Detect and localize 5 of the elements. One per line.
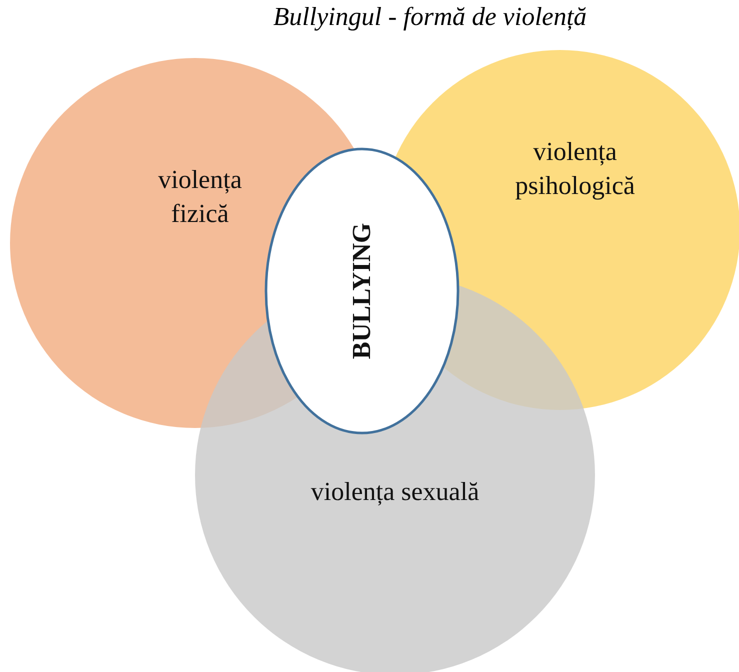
diagram-title: Bullyingul - formă de violență [272,2,588,32]
center-label: BULLYING [346,222,378,360]
circle-label: violența psihologică [514,136,636,202]
circle-label: violența fizică [157,164,243,230]
circle-label: violența sexuală [310,476,480,508]
